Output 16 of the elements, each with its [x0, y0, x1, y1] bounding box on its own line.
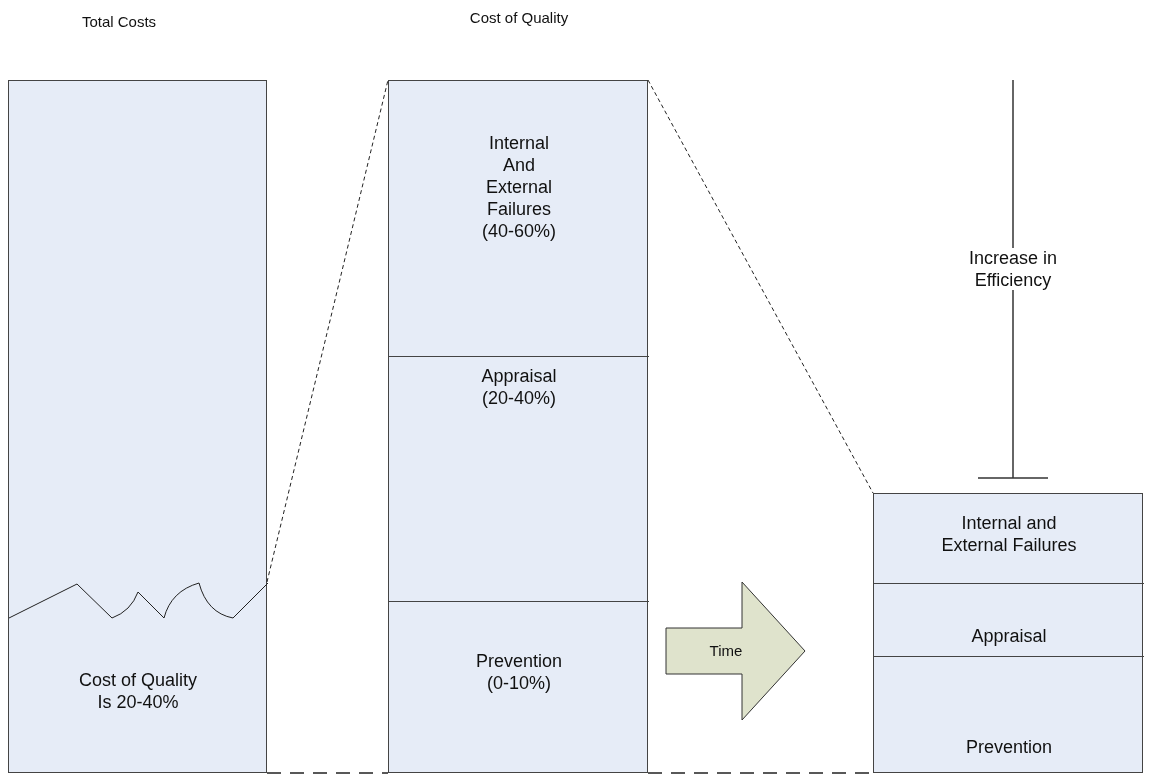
cost-stack	[873, 493, 1143, 773]
column-heading: Total Costs	[80, 12, 158, 32]
measure-label: Increase in Efficiency	[967, 247, 1059, 291]
segment-label: Internal And External Failures (40-60%)	[481, 132, 557, 242]
segment-label: Cost of Quality Is 20-40%	[77, 669, 198, 713]
arrow-label: Time	[708, 641, 744, 661]
segment-label: Appraisal	[970, 625, 1048, 647]
dashed-connector	[266, 772, 389, 774]
column-heading: Cost of Quality	[468, 8, 570, 28]
segment-label: Appraisal (20-40%)	[480, 365, 558, 409]
segment-label: Internal and External Failures	[940, 512, 1078, 556]
segment-label: Prevention (0-10%)	[474, 650, 564, 694]
dashed-connector	[266, 79, 389, 583]
dashed-connector	[647, 79, 874, 494]
segment-label: Prevention	[964, 736, 1054, 758]
time-arrow	[666, 582, 805, 720]
